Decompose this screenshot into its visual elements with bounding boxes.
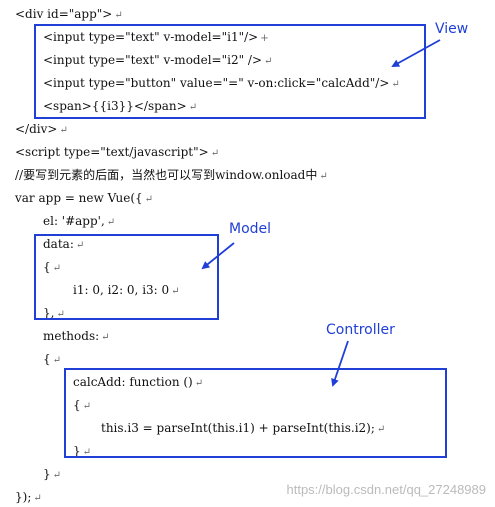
return-mark-icon: ↵ xyxy=(75,240,85,251)
code-text: <script type="text/javascript"> xyxy=(15,145,209,159)
return-mark-icon: ↵ xyxy=(210,148,220,159)
code-line: <div id="app">↵ xyxy=(0,3,495,26)
code-text: data: xyxy=(43,237,74,251)
return-mark-icon: ↵ xyxy=(391,79,400,90)
controller-label: Controller xyxy=(326,322,395,338)
code-text: { xyxy=(43,260,51,274)
code-line: calcAdd: function ()↵ xyxy=(0,371,495,394)
code-line: {↵ xyxy=(0,348,495,371)
view-label: View xyxy=(435,21,469,37)
return-mark-icon: ↵ xyxy=(52,470,62,481)
code-text: methods: xyxy=(43,329,100,343)
return-mark-icon: ↵ xyxy=(194,378,204,389)
code-line: <input type="button" value="=" v-on:clic… xyxy=(0,72,495,95)
code-comment: //要写到元素的后面，当然也可以写到window.onload中 xyxy=(15,168,318,182)
code-text: el: '#app', xyxy=(43,214,105,228)
code-line: //要写到元素的后面，当然也可以写到window.onload中↵ xyxy=(0,164,495,187)
return-mark-icon: ↵ xyxy=(114,10,123,21)
plus-mark-icon: + xyxy=(260,33,269,44)
return-mark-icon: ↵ xyxy=(52,263,62,274)
code-text: calcAdd: function () xyxy=(73,375,193,389)
return-mark-icon: ↵ xyxy=(82,447,92,458)
return-mark-icon: ↵ xyxy=(264,56,273,67)
watermark-text: https://blog.csdn.net/qq_27248989 xyxy=(286,482,487,497)
code-text: } xyxy=(43,467,51,481)
return-mark-icon: ↵ xyxy=(59,125,68,136)
model-box xyxy=(34,234,219,320)
code-text: <input type="text" v-model="i1"/> xyxy=(43,30,259,44)
code-text: <input type="text" v-model="i2" /> xyxy=(43,53,263,67)
code-line: var app = new Vue({↵ xyxy=(0,187,495,210)
code-line: {↵ xyxy=(0,256,495,279)
code-line: {↵ xyxy=(0,394,495,417)
code-text: }, xyxy=(43,306,55,320)
code-line: data:↵ xyxy=(0,233,495,256)
view-box xyxy=(34,24,426,119)
code-line: }↵ xyxy=(0,440,495,463)
return-mark-icon: ↵ xyxy=(144,194,154,205)
code-line: }↵ xyxy=(0,463,495,486)
code-line: i1: 0, i2: 0, i3: 0↵ xyxy=(0,279,495,302)
model-label: Model xyxy=(229,221,272,237)
code-text: } xyxy=(73,444,81,458)
return-mark-icon: ↵ xyxy=(376,424,386,435)
code-line: <input type="text" v-model="i1"/>+ xyxy=(0,26,495,49)
return-mark-icon: ↵ xyxy=(188,102,198,113)
code-text: }); xyxy=(15,490,32,504)
code-line: });↵ xyxy=(0,486,495,507)
code-line: <span>{{i3}}</span>↵ xyxy=(0,95,495,118)
controller-box xyxy=(64,368,447,458)
code-line: <script type="text/javascript">↵ xyxy=(0,141,495,164)
code-text: <div id="app"> xyxy=(15,7,113,21)
return-mark-icon: ↵ xyxy=(106,217,116,228)
code-line: methods:↵ xyxy=(0,325,495,348)
return-mark-icon: ↵ xyxy=(319,171,328,182)
code-line: <input type="text" v-model="i2" />↵ xyxy=(0,49,495,72)
code-text: var app = new Vue({ xyxy=(15,191,143,205)
code-line: </div>↵ xyxy=(0,118,495,141)
code-text: { xyxy=(73,398,81,412)
return-mark-icon: ↵ xyxy=(101,332,110,343)
code-text: this.i3 = parseInt(this.i1) + parseInt(t… xyxy=(101,421,375,435)
code-line: },↵ xyxy=(0,302,495,325)
code-text: <span>{{i3}}</span> xyxy=(43,99,187,113)
return-mark-icon: ↵ xyxy=(82,401,92,412)
return-mark-icon: ↵ xyxy=(33,493,42,504)
return-mark-icon: ↵ xyxy=(56,309,65,320)
code-text: i1: 0, i2: 0, i3: 0 xyxy=(73,283,170,297)
code-line: this.i3 = parseInt(this.i1) + parseInt(t… xyxy=(0,417,495,440)
code-text: </div> xyxy=(15,122,58,136)
return-mark-icon: ↵ xyxy=(171,286,180,297)
code-text: { xyxy=(43,352,51,366)
code-text: <input type="button" value="=" v-on:clic… xyxy=(43,76,390,90)
return-mark-icon: ↵ xyxy=(52,355,62,366)
code-line: el: '#app',↵ xyxy=(0,210,495,233)
